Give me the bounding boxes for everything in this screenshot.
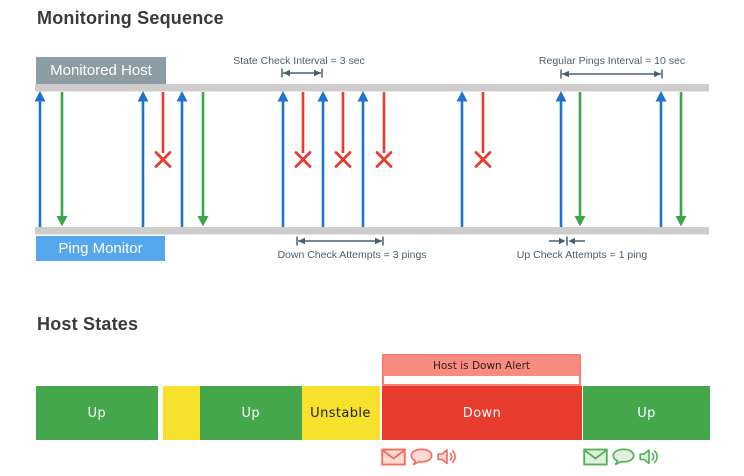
ping-arrow [277,91,289,227]
failed-ping-x [375,92,393,168]
email-icon [381,448,406,466]
reply-arrow [574,92,586,227]
state-segment-down: Down [382,386,582,440]
failed-ping-x [154,92,172,168]
monitor-timeline-bar [35,227,709,235]
speaker-icon [639,449,658,465]
failed-ping-x [474,92,492,168]
ping-arrow [555,91,567,227]
reply-arrow [56,92,68,227]
speaker-icon [437,449,456,465]
failed-ping-x [334,92,352,168]
up-check-attempts-label: Up Check Attempts = 1 ping [517,249,648,261]
ping-arrow [317,91,329,227]
state-segment-up: Up [200,386,302,440]
up-check-attempts-measure: Up Check Attempts = 1 ping [517,236,648,261]
state-check-interval-label: State Check Interval = 3 sec [233,55,365,67]
email-icon [583,448,608,466]
ping-monitor-box: Ping Monitor [36,236,165,261]
state-check-interval-measure: State Check Interval = 3 sec [233,55,365,78]
ping-arrow [34,91,46,227]
host-timeline-bar [35,84,709,92]
ping-arrow [176,91,188,227]
ping-arrow [137,91,149,227]
state-segment-unstable [162,386,200,440]
up-notifications [583,448,660,466]
regular-pings-interval-measure: Regular Pings Interval = 10 sec [539,55,685,79]
ping-arrow [456,91,468,227]
down-notifications [381,448,458,466]
monitored-host-box: Monitored Host [36,57,166,84]
chat-bubble-icon [410,448,433,466]
host-down-alert-box: Host is Down Alert [382,353,581,386]
down-check-attempts-label: Down Check Attempts = 3 pings [277,249,426,261]
state-segment-up: Up [36,386,158,440]
ping-arrow [655,91,667,227]
reply-arrow [675,92,687,227]
state-segment-up: Up [583,386,710,440]
chat-bubble-icon [612,448,635,466]
reply-arrow [197,92,209,227]
state-segment-unstable: Unstable [301,386,380,440]
ping-arrow [357,91,369,227]
monitoring-sequence-title: Monitoring Sequence [37,8,224,28]
host-down-alert-label: Host is Down Alert [384,355,579,376]
down-check-attempts-measure: Down Check Attempts = 3 pings [277,236,427,261]
regular-pings-interval-label: Regular Pings Interval = 10 sec [539,55,685,67]
failed-ping-x [294,92,312,168]
host-states-title: Host States [37,314,139,334]
